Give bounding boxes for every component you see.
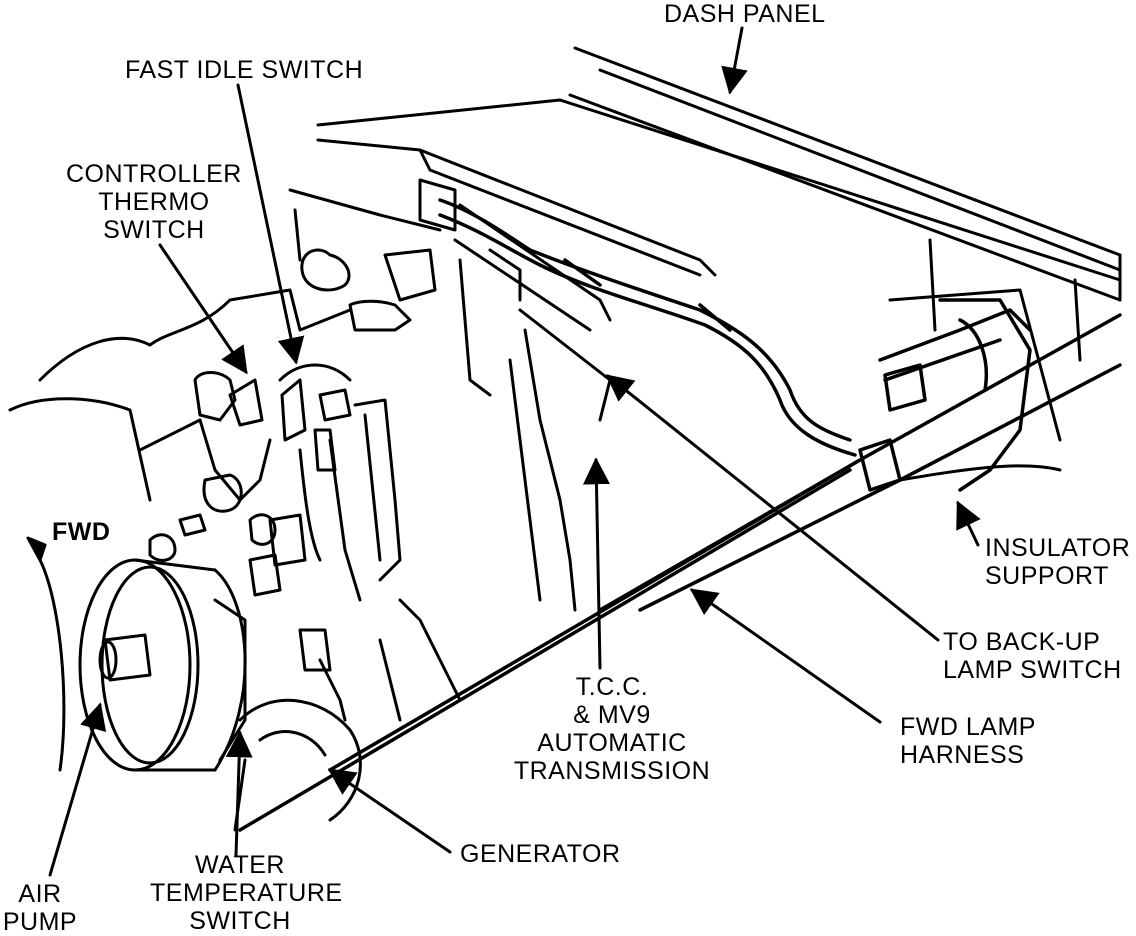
- label-fwd-lamp-harness: FWD LAMP HARNESS: [900, 713, 1036, 769]
- label-dash-panel: DASH PANEL: [664, 0, 826, 28]
- label-fwd: FWD: [52, 518, 111, 546]
- wire-harness-drawing: [438, 198, 1032, 492]
- label-controller-thermo-switch: CONTROLLER THERMO SWITCH: [66, 160, 242, 244]
- label-air-pump: AIR PUMP: [2, 880, 78, 936]
- leader-arrows: [48, 26, 981, 877]
- label-tcc-mv9-automatic-transmission: T.C.C. & MV9 AUTOMATIC TRANSMISSION: [513, 673, 711, 785]
- switch-cluster-drawing: [148, 363, 402, 722]
- air-pump-drawing: [38, 558, 247, 772]
- fwd-arrow-icon: [26, 536, 47, 562]
- label-fast-idle-switch: FAST IDLE SWITCH: [125, 56, 364, 84]
- label-to-back-up-lamp-switch: TO BACK-UP LAMP SWITCH: [943, 628, 1122, 684]
- label-insulator-support: INSULATOR SUPPORT: [985, 534, 1131, 590]
- label-generator: GENERATOR: [460, 840, 621, 868]
- label-water-temperature-switch: WATER TEMPERATURE SWITCH: [150, 851, 343, 935]
- dash-panel-drawing: [316, 46, 1122, 302]
